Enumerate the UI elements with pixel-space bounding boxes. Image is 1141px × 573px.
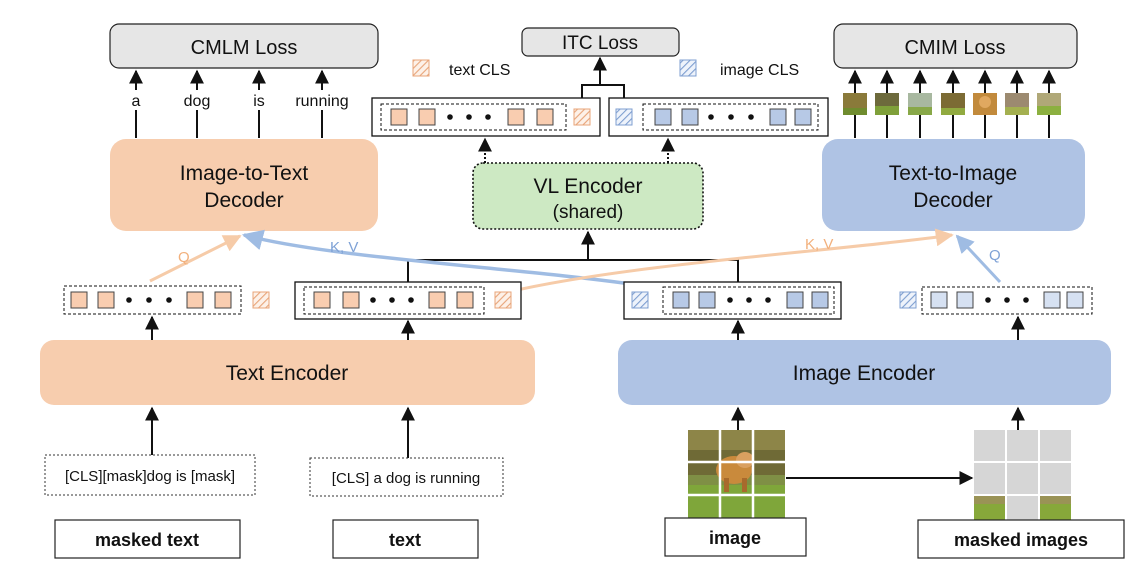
cmlm-loss-box: CMLM Loss: [109, 23, 379, 69]
vl-input-connector: [407, 230, 739, 282]
vl-label-line1: VL Encoder: [534, 175, 643, 198]
input-image: [688, 430, 785, 527]
itc-loss-label: ITC Loss: [562, 33, 638, 54]
legend: text CLS image CLS: [412, 59, 799, 79]
word-a: a: [132, 93, 141, 110]
text-cls-token: [573, 108, 591, 126]
masked-text-token-row: [63, 285, 270, 315]
image-encoder: Image Encoder: [618, 340, 1111, 405]
svg-text:masked images: masked images: [954, 530, 1088, 550]
image-encoder-label: Image Encoder: [793, 362, 935, 385]
t2i-label-line2: Decoder: [913, 189, 992, 212]
text-token-row-middle: [294, 281, 522, 320]
reconstructed-patch: [843, 93, 867, 115]
vl-label-line2: (shared): [553, 202, 624, 223]
cmim-loss-label: CMIM Loss: [904, 37, 1005, 59]
masked-image-token-row: [899, 286, 1093, 315]
word-is: is: [253, 93, 265, 110]
svg-text:image: image: [709, 528, 761, 548]
i2t-label-line1: Image-to-Text: [180, 162, 309, 185]
itc-loss-box: ITC Loss: [521, 27, 680, 57]
kv-label-right: K, V: [805, 236, 833, 253]
legend-image-cls: image CLS: [720, 62, 799, 79]
image-cls-swatch: [679, 59, 697, 77]
word-running: running: [295, 93, 348, 110]
legend-text-cls: text CLS: [449, 62, 510, 79]
cmim-outputs: [843, 69, 1061, 138]
text-token-row-top: [371, 97, 601, 137]
word-dog: dog: [184, 93, 211, 110]
label-image: image: [664, 517, 807, 557]
reconstructed-patch: [908, 93, 932, 115]
text-input: [CLS] a dog is running: [309, 457, 504, 497]
text-cls-swatch: [412, 59, 430, 77]
image-token-row-middle: [623, 281, 842, 320]
image-to-text-decoder: Image-to-Text Decoder: [110, 139, 378, 231]
text-encoder: Text Encoder: [40, 340, 535, 405]
q-label-left: Q: [178, 249, 190, 266]
masked-text-content: [CLS][mask]dog is [mask]: [65, 468, 235, 485]
reconstructed-patch: [1005, 93, 1029, 115]
reconstructed-patch: [875, 93, 899, 115]
label-text: text: [332, 519, 479, 559]
masked-text-input: [CLS][mask]dog is [mask]: [44, 454, 256, 496]
label-masked-images: masked images: [917, 519, 1125, 559]
masked-image: [974, 430, 1071, 527]
i2t-label-line2: Decoder: [204, 189, 283, 212]
image-cls-token: [615, 108, 633, 126]
kv-label-left: K, V: [330, 239, 358, 256]
text-to-image-decoder: Text-to-Image Decoder: [822, 139, 1085, 231]
text-content: [CLS] a dog is running: [332, 470, 480, 487]
cmlm-loss-label: CMLM Loss: [191, 37, 298, 59]
t2i-label-line1: Text-to-Image: [889, 162, 1017, 185]
svg-text:masked text: masked text: [95, 530, 199, 550]
reconstructed-patch: [941, 93, 965, 115]
text-encoder-label: Text Encoder: [226, 362, 349, 385]
cmim-loss-box: CMIM Loss: [833, 23, 1078, 69]
q-label-right: Q: [989, 247, 1001, 264]
label-masked-text: masked text: [54, 519, 241, 559]
svg-text:text: text: [389, 530, 421, 550]
image-token-row-top: [608, 97, 829, 137]
reconstructed-patch: [973, 93, 997, 115]
vl-encoder: VL Encoder (shared): [472, 162, 704, 230]
reconstructed-patch: [1037, 93, 1061, 115]
cmlm-outputs: a dog is running: [124, 69, 354, 138]
attention-arrows: Q K, V K, V Q: [149, 228, 1002, 296]
